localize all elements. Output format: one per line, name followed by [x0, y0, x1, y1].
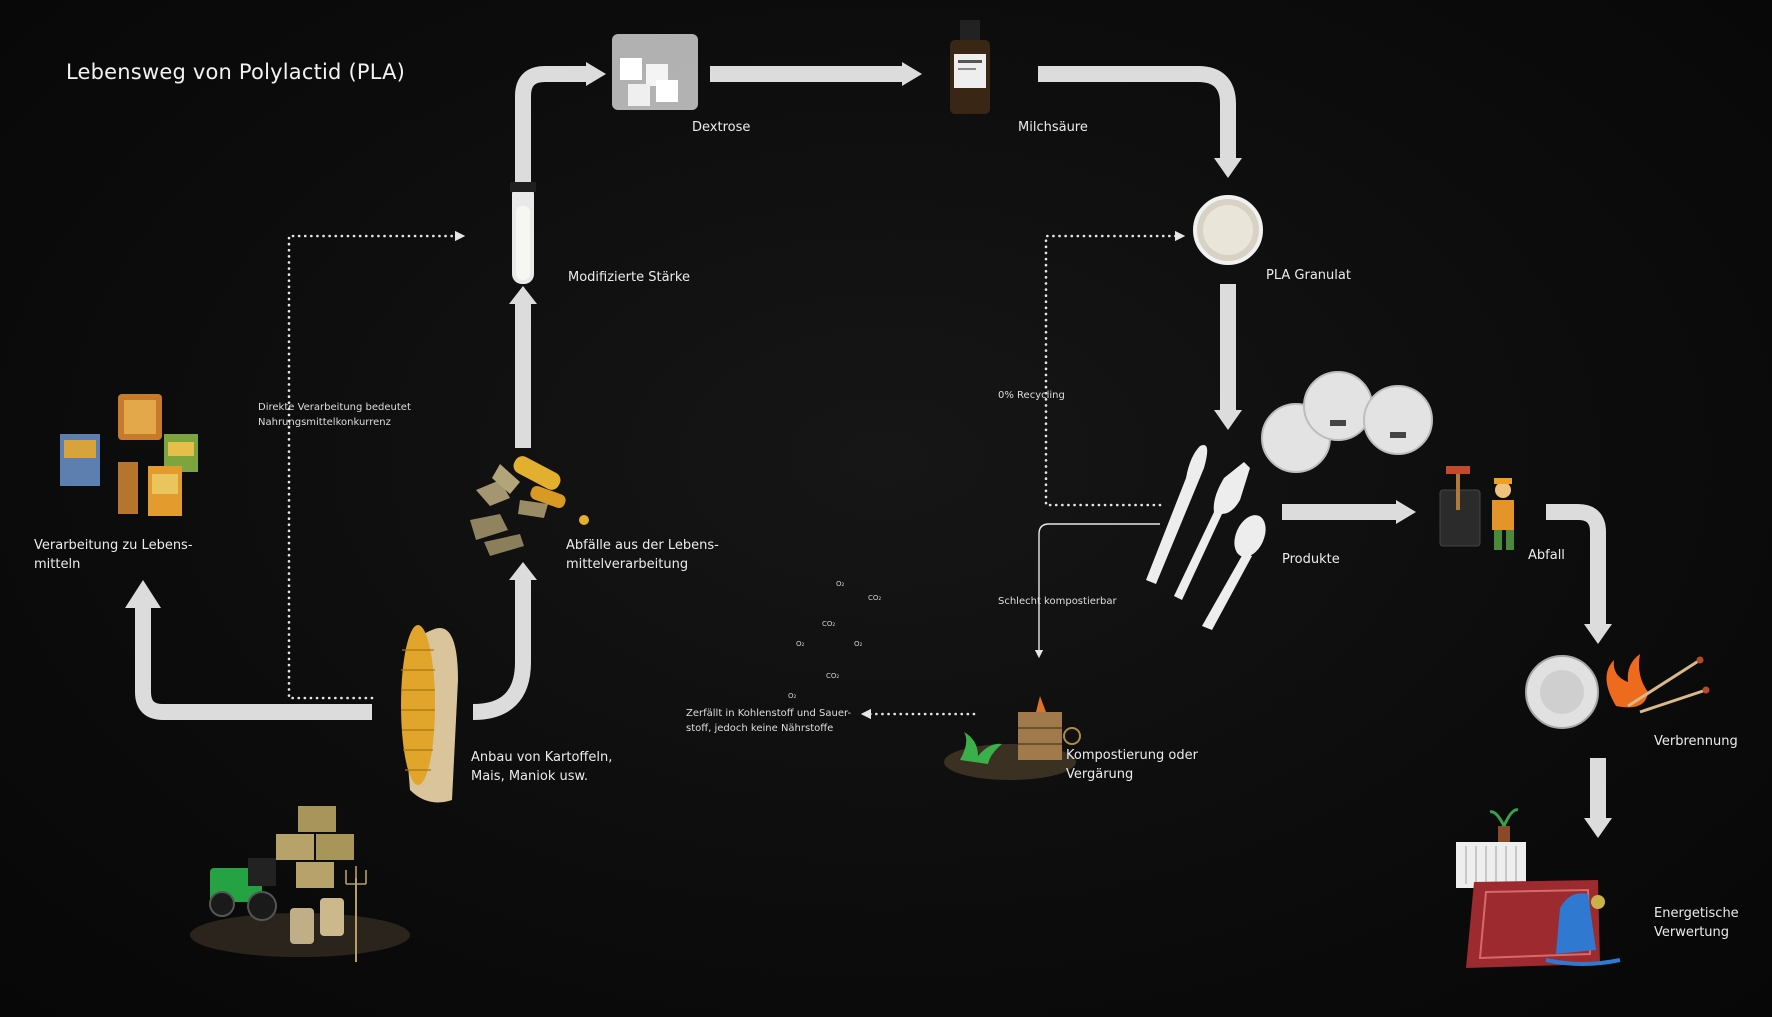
- molecule-label: O₂: [788, 692, 797, 700]
- arrowhead-food: [125, 580, 161, 608]
- molecule-label: CO₂: [826, 672, 840, 680]
- label-cultivation: Anbau von Kartoffeln, Mais, Maniok usw.: [471, 750, 613, 784]
- granulate-dish-icon: [1193, 195, 1263, 265]
- label-dextrose: Dextrose: [692, 120, 751, 135]
- cup-lids-icon: [1261, 371, 1433, 473]
- molecule-label: CO₂: [822, 620, 836, 628]
- label-energy-recovery: Energetische Verwertung: [1654, 906, 1739, 940]
- dextrose-bag-icon: [612, 34, 698, 110]
- arrowhead-energy: [1584, 818, 1612, 838]
- arrowhead-products: [1214, 410, 1242, 430]
- note-decomposes: Zerfällt in Kohlenstoff und Sauer- stoff…: [686, 708, 852, 734]
- label-incineration: Verbrennung: [1654, 734, 1738, 749]
- note-food-competition: Direkte Verarbeitung bedeutet Nahrungsmi…: [258, 402, 411, 428]
- page-title: Lebensweg von Polylactid (PLA): [66, 60, 406, 84]
- molecule-label: O₂: [796, 640, 805, 648]
- food-packages-icon: [60, 394, 198, 516]
- label-lactic-acid: Milchsäure: [1018, 120, 1088, 135]
- label-food-processing: Verarbeitung zu Lebens- mitteln: [34, 538, 193, 572]
- arrowhead-fire: [1584, 624, 1612, 644]
- food-waste-icon: [470, 456, 589, 556]
- arrowhead-starch: [509, 286, 537, 304]
- arrowhead-granulate: [1214, 158, 1242, 178]
- molecule-label: O₂: [854, 640, 863, 648]
- cutlery-icon: [1146, 444, 1266, 630]
- molecule-label: O₂: [836, 580, 845, 588]
- label-waste: Abfall: [1528, 548, 1565, 563]
- corn-cob-icon: [401, 625, 458, 803]
- arrow-acid-to-granulate: [1038, 66, 1236, 158]
- waste-bin-icon: [1439, 466, 1514, 550]
- note-recycling: 0% Recycling: [998, 390, 1065, 401]
- arrow-starch-to-dextrose: [515, 66, 586, 186]
- arrowhead-dextrose: [586, 62, 606, 86]
- living-room-icon: [1456, 808, 1621, 968]
- dotted-recycling-loop: [1044, 230, 1186, 507]
- label-modified-starch: Modifizierte Stärke: [568, 270, 690, 285]
- label-products: Produkte: [1282, 552, 1340, 567]
- label-food-waste: Abfälle aus der Lebens- mittelverarbeitu…: [566, 538, 719, 572]
- arrowhead-waste: [509, 562, 537, 580]
- test-tube-icon: [510, 182, 536, 284]
- arrowhead-acid: [902, 62, 922, 86]
- dotted-cultivation-to-starch: [287, 230, 466, 700]
- thin-products-to-compost: [1034, 523, 1160, 659]
- lactic-acid-bottle-icon: [950, 20, 990, 114]
- arrow-waste-to-fire: [1546, 504, 1606, 624]
- arrowhead-waste-bin: [1396, 500, 1416, 524]
- molecule-label: CO₂: [868, 594, 882, 602]
- incineration-icon: [1525, 654, 1710, 729]
- compost-icon: [944, 696, 1081, 780]
- arrow-cultivation-to-food: [135, 608, 372, 720]
- arrow-cultivation-to-waste: [472, 580, 531, 720]
- label-composting: Kompostierung oder Vergärung: [1066, 748, 1198, 782]
- label-pla-granulate: PLA Granulat: [1266, 268, 1351, 283]
- note-poor-compost: Schlecht kompostierbar: [998, 596, 1117, 607]
- farm-scene-icon: [190, 806, 410, 962]
